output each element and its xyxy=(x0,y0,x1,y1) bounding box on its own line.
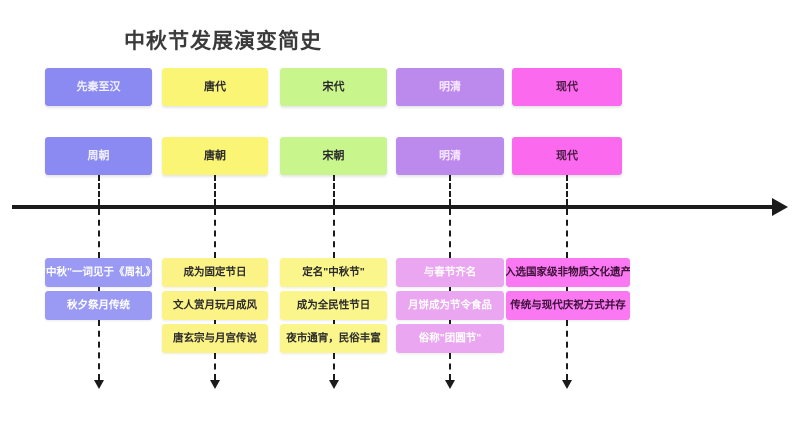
dashed-connector-col5-seg1 xyxy=(566,175,568,205)
detail-label-col4-row1: 与春节齐名 xyxy=(423,265,477,278)
dashed-connector-col2-seg3 xyxy=(214,287,216,291)
detail-label-col2-row2: 文人赏月玩月成风 xyxy=(173,298,257,311)
timeline-axis-line xyxy=(12,205,776,209)
dashed-connector-col1-seg1 xyxy=(97,175,100,205)
era-box-col1: 先秦至汉 xyxy=(45,68,152,106)
dashed-connector-col5-seg3 xyxy=(566,287,568,291)
detail-box-col5-row1: 入选国家级非物质文化遗产 xyxy=(506,258,630,287)
dashed-connector-col4-seg1 xyxy=(449,175,451,205)
detail-label-col2-row3: 唐玄宗与月宫传说 xyxy=(173,331,257,344)
dashed-arrow-icon-col4 xyxy=(445,380,455,389)
detail-label-col3-row1: 定名"中秋节" xyxy=(302,265,365,278)
era-box-col4: 明清 xyxy=(396,68,504,106)
dashed-connector-col3-seg2 xyxy=(332,209,335,258)
detail-label-col5-row1: 入选国家级非物质文化遗产 xyxy=(506,265,630,278)
dynasty-label-col5: 现代 xyxy=(556,149,578,162)
dashed-connector-col2-seg5 xyxy=(214,353,216,380)
dashed-arrow-icon-col5 xyxy=(562,380,572,389)
detail-label-col1-row1: "中秋"一词见于《周礼》 xyxy=(45,265,152,278)
detail-box-col3-row2: 成为全民性节日 xyxy=(280,291,387,320)
detail-label-col2-row1: 成为固定节日 xyxy=(183,265,247,278)
era-box-col5: 现代 xyxy=(512,68,622,106)
detail-box-col2-row2: 文人赏月玩月成风 xyxy=(162,291,268,320)
dashed-connector-col2-seg4 xyxy=(214,320,216,324)
dynasty-label-col3: 宋朝 xyxy=(322,149,345,162)
detail-label-col3-row2: 成为全民性节日 xyxy=(296,298,371,311)
dashed-connector-col1-seg3 xyxy=(97,287,100,291)
detail-box-col2-row3: 唐玄宗与月宫传说 xyxy=(162,324,268,353)
dynasty-box-col5: 现代 xyxy=(512,137,622,175)
era-box-col3: 宋代 xyxy=(280,68,387,106)
dashed-connector-col4-seg4 xyxy=(449,320,451,324)
era-box-col2: 唐代 xyxy=(162,68,268,106)
dashed-connector-col5-seg2 xyxy=(566,209,568,258)
dashed-connector-col3-seg4 xyxy=(332,320,335,324)
detail-label-col3-row3: 夜市通宵，民俗丰富 xyxy=(286,331,381,344)
dashed-connector-col4-seg2 xyxy=(449,209,451,258)
dashed-arrow-icon-col2 xyxy=(210,380,220,389)
dashed-arrow-icon-col3 xyxy=(328,380,339,389)
era-label-col5: 现代 xyxy=(556,80,578,93)
detail-box-col4-row2: 月饼成为节令食品 xyxy=(396,291,504,320)
dashed-connector-col2-seg1 xyxy=(214,175,216,205)
dashed-connector-col4-seg3 xyxy=(449,287,451,291)
dashed-connector-col1-seg2 xyxy=(97,209,100,258)
dynasty-box-col1: 周朝 xyxy=(45,137,152,175)
dynasty-box-col3: 宋朝 xyxy=(280,137,387,175)
detail-box-col5-row2: 传统与现代庆祝方式并存 xyxy=(506,291,630,320)
detail-box-col1-row2: 秋夕祭月传统 xyxy=(45,291,152,320)
detail-box-col3-row1: 定名"中秋节" xyxy=(280,258,387,287)
detail-label-col5-row2: 传统与现代庆祝方式并存 xyxy=(510,298,626,311)
detail-box-col3-row3: 夜市通宵，民俗丰富 xyxy=(280,324,387,353)
page-title: 中秋节发展演变简史 xyxy=(124,30,322,53)
dashed-connector-col4-seg5 xyxy=(449,353,451,380)
dashed-connector-col3-seg3 xyxy=(332,287,335,291)
dashed-connector-col1-seg4 xyxy=(97,320,100,380)
dashed-arrow-icon-col1 xyxy=(93,380,104,389)
dashed-connector-col5-seg4 xyxy=(566,320,568,380)
dynasty-box-col4: 明清 xyxy=(396,137,504,175)
dynasty-box-col2: 唐朝 xyxy=(162,137,268,175)
era-label-col3: 宋代 xyxy=(322,80,345,93)
timeline-arrow-icon xyxy=(772,198,788,216)
dynasty-label-col4: 明清 xyxy=(439,149,461,162)
dynasty-label-col2: 唐朝 xyxy=(204,149,226,162)
detail-box-col2-row1: 成为固定节日 xyxy=(162,258,268,287)
detail-label-col4-row3: 俗称"团圆节" xyxy=(418,331,482,344)
era-label-col1: 先秦至汉 xyxy=(76,80,121,93)
dashed-connector-col3-seg1 xyxy=(332,175,335,205)
era-label-col4: 明清 xyxy=(439,80,461,93)
detail-box-col4-row1: 与春节齐名 xyxy=(396,258,504,287)
dashed-connector-col3-seg5 xyxy=(332,353,335,380)
dynasty-label-col1: 周朝 xyxy=(87,149,110,162)
dashed-connector-col2-seg2 xyxy=(214,209,216,258)
detail-label-col4-row2: 月饼成为节令食品 xyxy=(408,298,492,311)
detail-box-col1-row1: "中秋"一词见于《周礼》 xyxy=(45,258,152,287)
detail-label-col1-row2: 秋夕祭月传统 xyxy=(67,298,130,311)
era-label-col2: 唐代 xyxy=(204,80,226,93)
detail-box-col4-row3: 俗称"团圆节" xyxy=(396,324,504,353)
